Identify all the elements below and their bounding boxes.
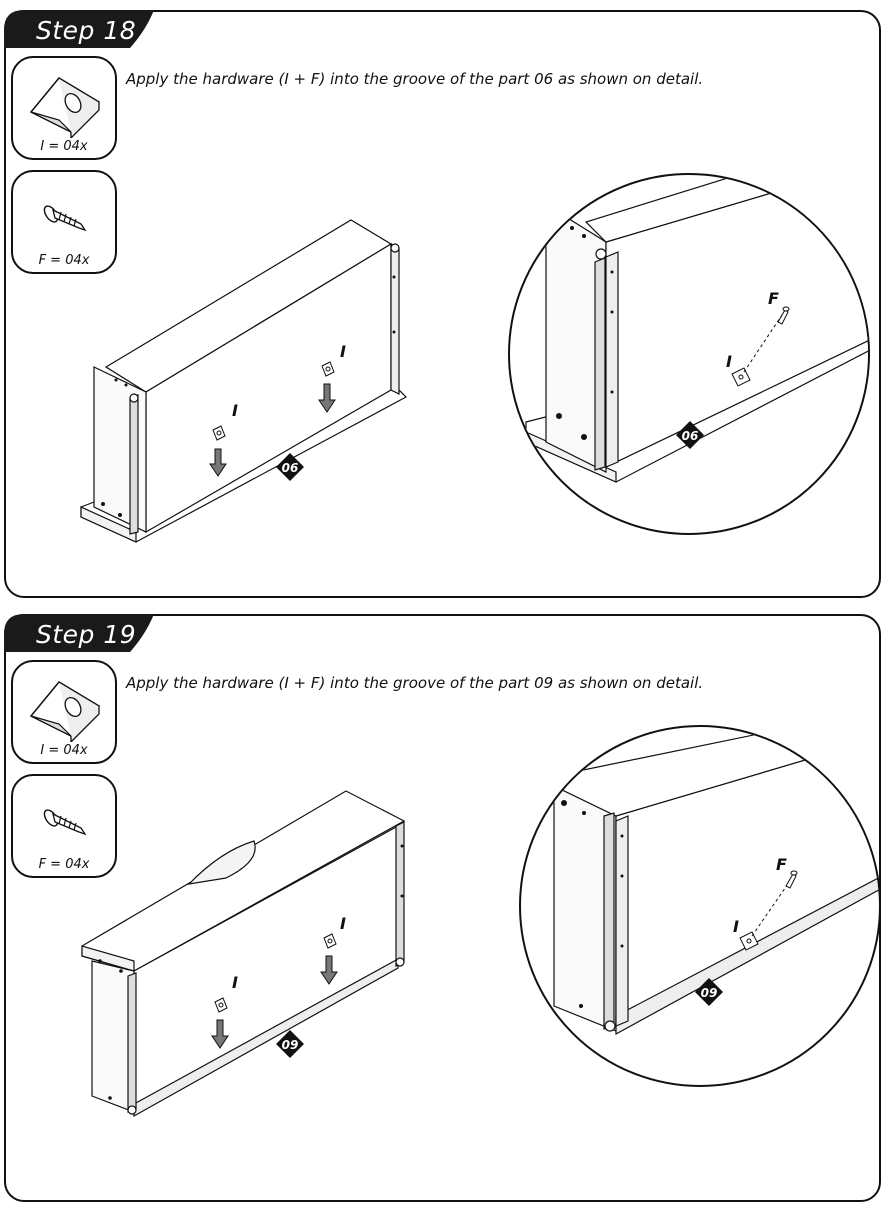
hardware-f-label: F = 04x [38, 857, 90, 872]
step-tab [4, 10, 154, 48]
step-tab [4, 614, 154, 652]
hardware-marker-i: I [726, 352, 732, 371]
hardware-i-label: I = 04x [40, 743, 88, 758]
assembly-drawing: I I 09 [81, 725, 881, 1118]
detail-badge: 06 [676, 421, 704, 449]
screw-icon [43, 809, 87, 836]
step-title: Step 18 [36, 16, 137, 45]
svg-text:09: 09 [282, 1038, 299, 1052]
hardware-marker-i: I [733, 917, 739, 936]
hardware-i-box: I = 04x [11, 660, 117, 764]
svg-text:06: 06 [282, 461, 299, 475]
hardware-f-box: F = 04x [11, 170, 117, 274]
down-arrow-icon [211, 955, 338, 1049]
hardware-marker-i: I [340, 342, 346, 361]
screw-icon [43, 205, 87, 232]
detail-magnifier: I F 09 [519, 725, 881, 1087]
hardware-marker-i: I [232, 401, 238, 420]
detail-badge: 09 [695, 978, 723, 1006]
bracket-icon [29, 681, 101, 742]
svg-text:06: 06 [682, 429, 699, 443]
hardware-i-label: I = 04x [40, 139, 88, 154]
screw-icon [777, 306, 790, 325]
step-title: Step 19 [36, 620, 137, 649]
screw-icon [785, 870, 798, 889]
instruction-text: Apply the hardware (I + F) into the groo… [126, 70, 704, 88]
detail-magnifier: I F 06 [508, 173, 870, 535]
hardware-marker-f: F [776, 855, 787, 874]
hardware-f-label: F = 04x [38, 253, 90, 268]
hardware-i-box: I = 04x [11, 56, 117, 160]
part-badge: 09 [276, 1030, 304, 1058]
hardware-f-box: F = 04x [11, 774, 117, 878]
assembly-drawing: I I 06 [80, 173, 870, 543]
step-18-panel: Step 18 Apply the hardware (I + F) into … [4, 10, 881, 598]
hardware-marker-f: F [768, 289, 779, 308]
down-arrow-icon [209, 383, 336, 477]
bracket-icon [29, 77, 101, 138]
svg-text:09: 09 [701, 986, 718, 1000]
part-badge: 06 [276, 453, 304, 481]
hardware-marker-i: I [232, 973, 238, 992]
instruction-text: Apply the hardware (I + F) into the groo… [126, 674, 704, 692]
step-19-panel: Step 19 Apply the hardware (I + F) into … [4, 614, 881, 1202]
hardware-marker-i: I [340, 914, 346, 933]
